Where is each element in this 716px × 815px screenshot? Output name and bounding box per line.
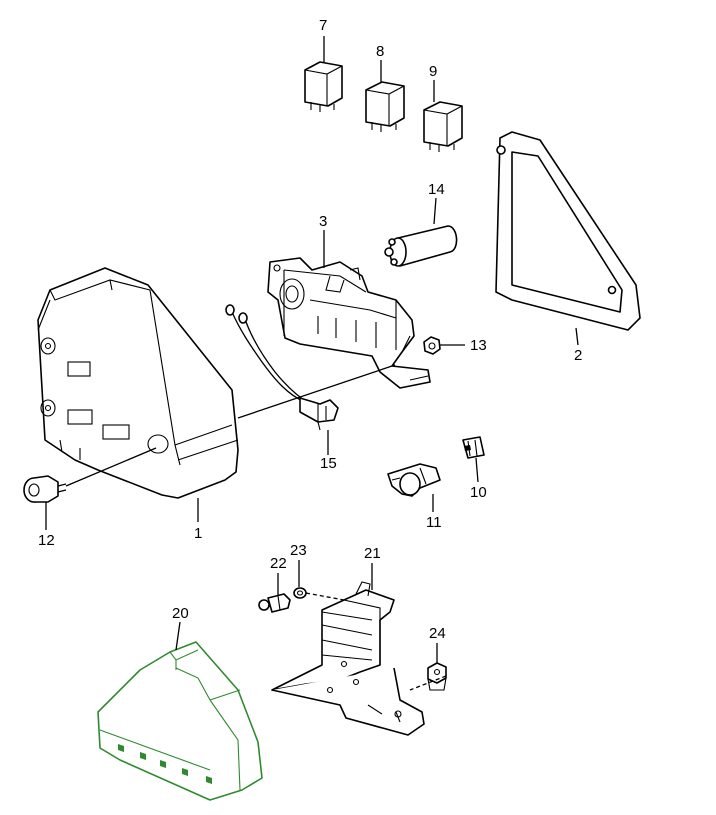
gasket-part-2[interactable] xyxy=(495,131,641,331)
callout-21: 21 xyxy=(364,545,381,562)
knob-part-12[interactable] xyxy=(23,475,67,503)
cover-part-20-highlighted[interactable] xyxy=(97,641,263,801)
relay-carrier-part-3[interactable] xyxy=(267,257,431,389)
relay-part-9[interactable] xyxy=(423,101,463,152)
washer-part-23[interactable] xyxy=(293,587,307,599)
callout-23: 23 xyxy=(290,542,307,559)
callout-2: 2 xyxy=(574,347,582,364)
fuse-box-cover-part-1[interactable] xyxy=(37,267,239,499)
callout-1: 1 xyxy=(194,525,202,542)
callout-8: 8 xyxy=(376,43,384,60)
leader-lines xyxy=(45,36,579,691)
callout-13: 13 xyxy=(470,337,487,354)
relay-part-8[interactable] xyxy=(365,81,405,132)
callout-3: 3 xyxy=(319,213,327,230)
callout-7: 7 xyxy=(319,17,327,34)
callout-15: 15 xyxy=(320,455,337,472)
callout-24: 24 xyxy=(429,625,446,642)
callout-10: 10 xyxy=(470,484,487,501)
screw-part-22[interactable] xyxy=(258,593,291,613)
callout-labels: 7 8 9 14 3 2 13 15 10 11 1 12 20 22 23 2… xyxy=(38,17,582,642)
callout-9: 9 xyxy=(429,63,437,80)
fuse-part-10[interactable] xyxy=(462,436,485,459)
callout-22: 22 xyxy=(270,555,287,572)
callout-14: 14 xyxy=(428,181,445,198)
relay-part-7[interactable] xyxy=(304,61,343,112)
callout-12: 12 xyxy=(38,532,55,549)
clip-part-11[interactable] xyxy=(387,463,441,497)
nut-part-13[interactable] xyxy=(423,336,441,355)
capacitor-part-14[interactable] xyxy=(384,225,458,267)
callout-20: 20 xyxy=(172,605,189,622)
base-plate-part-21[interactable] xyxy=(271,581,425,736)
callout-11: 11 xyxy=(426,514,442,531)
